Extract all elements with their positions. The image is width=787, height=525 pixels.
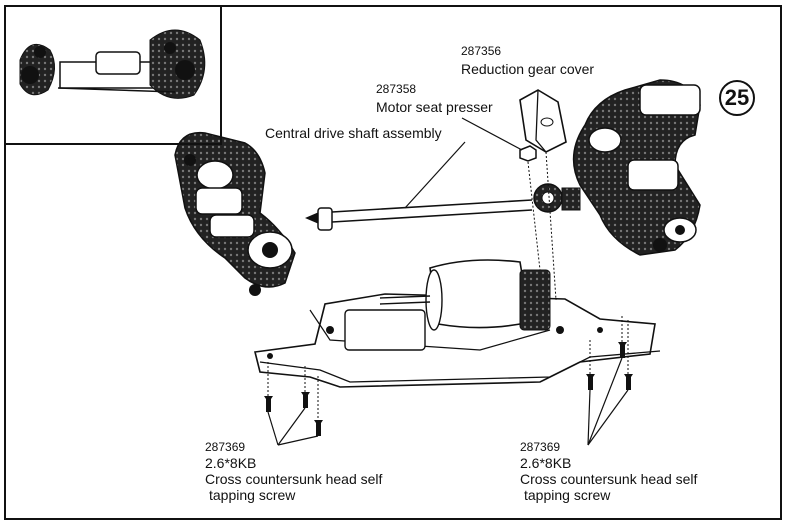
motor-seat-presser-part <box>519 145 537 162</box>
screw-name-left-line1: Cross countersunk head self <box>205 471 383 487</box>
screw-name-right-line2: tapping screw <box>524 487 611 503</box>
inset-car-thumbnail <box>19 29 206 99</box>
page-frame <box>4 5 782 520</box>
chassis-assembly <box>254 259 661 388</box>
left-suspension-assembly <box>174 131 296 296</box>
screw-name-right-line1: Cross countersunk head self <box>520 471 698 487</box>
central-drive-shaft-drawing <box>305 183 581 231</box>
screw <box>264 396 273 412</box>
part-number-motor-seat-presser: 287358 <box>376 82 417 96</box>
reduction-gear-cover-part <box>519 89 567 153</box>
part-name-reduction-gear-cover: Reduction gear cover <box>461 61 595 77</box>
screw <box>301 392 310 408</box>
screw <box>586 374 595 390</box>
leader-lines <box>267 117 629 446</box>
screw-size-left: 2.6*8KB <box>205 455 257 471</box>
screw <box>314 420 323 436</box>
screw-size-right: 2.6*8KB <box>520 455 572 471</box>
screw-name-left-line2: tapping screw <box>209 487 296 503</box>
part-number-screws-left: 287369 <box>205 440 246 454</box>
assembly-guide-lines <box>267 151 629 420</box>
screw <box>618 342 627 358</box>
part-name-motor-seat-presser: Motor seat presser <box>376 99 493 115</box>
part-number-screws-right: 287369 <box>520 440 561 454</box>
screw <box>624 374 633 390</box>
right-suspension-assembly <box>572 79 701 256</box>
overview-inset <box>4 5 222 145</box>
screws <box>264 342 633 436</box>
part-number-reduction-gear-cover: 287356 <box>461 44 502 58</box>
part-name-central-drive-shaft: Central drive shaft assembly <box>265 125 442 141</box>
step-number-badge: 25 <box>719 80 755 116</box>
